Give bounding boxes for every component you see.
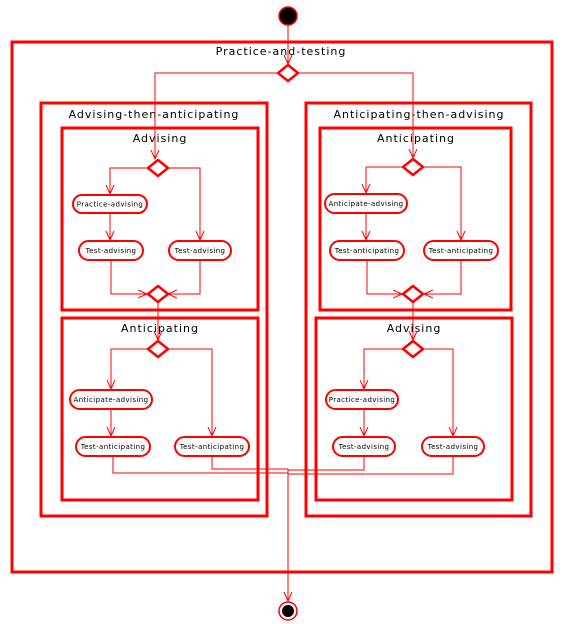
action-node xyxy=(325,389,399,410)
left-advising-merge-b xyxy=(168,260,201,294)
final-node-icon xyxy=(282,605,294,617)
left-anticipating-title: Anticipating xyxy=(121,322,199,335)
left-advising-decision-icon xyxy=(145,158,171,178)
advising-then-anticipating-frame xyxy=(39,101,269,518)
merge-flow-right-b xyxy=(288,456,454,475)
right-advising-decision-icon xyxy=(400,339,426,359)
right-advising-title: Advising xyxy=(387,322,442,335)
action-label: Test-anticipating xyxy=(80,443,146,451)
practice-and-testing-frame xyxy=(10,40,554,574)
right-anticipating-merge-icon xyxy=(400,284,426,304)
right-anticipating-branch-b xyxy=(423,166,461,240)
top-right-flow xyxy=(298,72,413,158)
anticipating-then-advising-frame xyxy=(304,101,533,518)
advising-then-anticipating-title: Advising-then-anticipating xyxy=(69,108,240,121)
action-label: Test-advising xyxy=(338,443,390,451)
left-advising-merge-a xyxy=(110,260,147,294)
action-label: Test-advising xyxy=(85,247,137,255)
left-advising-branch-b xyxy=(168,167,200,240)
merge-flow-left-a xyxy=(112,456,288,474)
left-advising-frame xyxy=(60,126,260,312)
right-anticipating-title: Anticipating xyxy=(377,132,455,145)
action-label: Test-advising xyxy=(174,247,226,255)
right-anticipating-branch-a xyxy=(366,166,403,193)
action-label: Practice-advising xyxy=(77,201,144,209)
action-label: Test-anticipating xyxy=(428,247,494,255)
right-anticipating-frame xyxy=(318,126,513,312)
right-anticipating-merge-b xyxy=(424,260,462,294)
initial-node-icon xyxy=(278,6,298,26)
right-anticipating-decision-icon xyxy=(400,157,426,177)
anticipating-then-advising-title: Anticipating-then-advising xyxy=(333,108,504,121)
action-label: Anticipate-advising xyxy=(74,396,149,404)
action-label: Practice-advising xyxy=(329,396,396,404)
left-anticipating-branch-b xyxy=(168,348,212,436)
practice-and-testing-title: Practice-and-testing xyxy=(216,45,347,58)
action-label: Test-anticipating xyxy=(334,247,400,255)
top-decision-diamond-icon xyxy=(275,63,301,83)
left-advising-merge-icon xyxy=(145,284,171,304)
right-advising-branch-a xyxy=(364,348,403,389)
top-left-flow xyxy=(155,72,278,159)
merge-flow-left-b xyxy=(211,456,288,470)
action-label: Anticipate-advising xyxy=(329,200,404,208)
right-anticipating-merge-a xyxy=(366,260,402,294)
right-advising-branch-b xyxy=(423,348,453,436)
action-label: Test-anticipating xyxy=(179,443,245,451)
left-anticipating-frame xyxy=(60,316,260,502)
right-advising-frame xyxy=(314,316,514,502)
left-anticipating-decision-icon xyxy=(145,339,171,359)
left-advising-title: Advising xyxy=(133,132,188,145)
left-advising-branch-a xyxy=(110,167,148,194)
left-anticipating-branch-a xyxy=(111,348,148,389)
merge-flow-right-a xyxy=(288,456,365,471)
action-label: Test-advising xyxy=(427,443,479,451)
